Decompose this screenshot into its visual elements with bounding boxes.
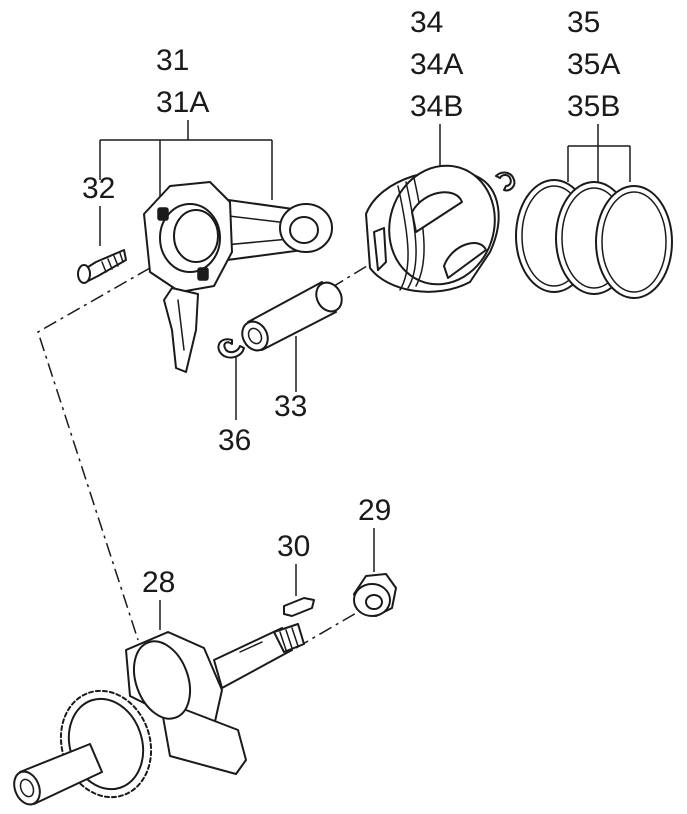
label-32: 32 bbox=[82, 172, 115, 205]
crankshaft-part-28 bbox=[13, 623, 305, 806]
label-31A: 31A bbox=[156, 86, 209, 119]
piston-part-34 bbox=[365, 164, 516, 293]
label-34A: 34A bbox=[410, 48, 463, 81]
label-34B: 34B bbox=[410, 90, 463, 123]
nut-part-29 bbox=[353, 573, 397, 617]
connecting-rod-part-31 bbox=[143, 181, 333, 373]
label-35: 35 bbox=[567, 6, 600, 39]
label-31: 31 bbox=[156, 44, 189, 77]
bolt-part-32 bbox=[77, 249, 127, 284]
assembly-line-nut-to-shaft bbox=[295, 611, 359, 649]
key-part-30 bbox=[283, 597, 315, 617]
assembly-line-pin-to-piston bbox=[261, 257, 381, 331]
piston-rings-part-35 bbox=[515, 179, 673, 299]
circlip-part-36 bbox=[217, 338, 245, 359]
leader-35 bbox=[567, 124, 631, 182]
label-33: 33 bbox=[274, 390, 307, 423]
label-30: 30 bbox=[277, 530, 310, 563]
label-29: 29 bbox=[358, 494, 391, 527]
piston-pin-part-33 bbox=[241, 281, 343, 352]
label-35A: 35A bbox=[567, 48, 620, 81]
label-35B: 35B bbox=[567, 90, 620, 123]
label-34: 34 bbox=[410, 6, 443, 39]
label-36: 36 bbox=[218, 424, 251, 457]
label-28: 28 bbox=[142, 566, 175, 599]
leader-31 bbox=[99, 120, 273, 210]
assembly-line-rod-to-crank bbox=[37, 267, 151, 641]
